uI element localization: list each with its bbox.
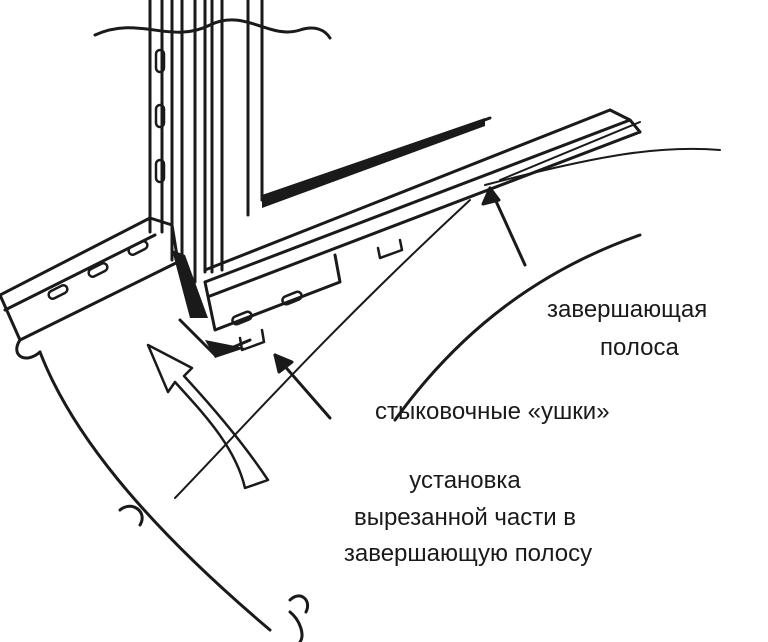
finishing-strip-arrow <box>481 186 527 267</box>
label-install-3: завершающую полосу <box>343 540 593 567</box>
corner-shadow-2 <box>205 340 245 358</box>
cut-piece <box>38 147 721 642</box>
label-install-2: вырезанной части в <box>353 504 577 531</box>
cut-piece-outline <box>393 233 642 422</box>
install-arrow <box>146 343 270 490</box>
label-finishing-strip-2: полоса <box>600 334 679 361</box>
docking-ears <box>238 238 404 352</box>
vertical-j-channel <box>148 0 224 284</box>
siding-panel-left <box>0 216 180 360</box>
label-install-1: установка <box>409 467 521 494</box>
label-docking-ears: стыковочные «ушки» <box>375 398 610 425</box>
finishing-strip <box>203 108 642 298</box>
window-shadow <box>262 118 485 208</box>
break-line <box>93 18 332 40</box>
corner-shadow <box>172 250 208 318</box>
label-finishing-strip-1: завершающая <box>547 296 708 323</box>
docking-ears-arrow <box>273 353 332 420</box>
